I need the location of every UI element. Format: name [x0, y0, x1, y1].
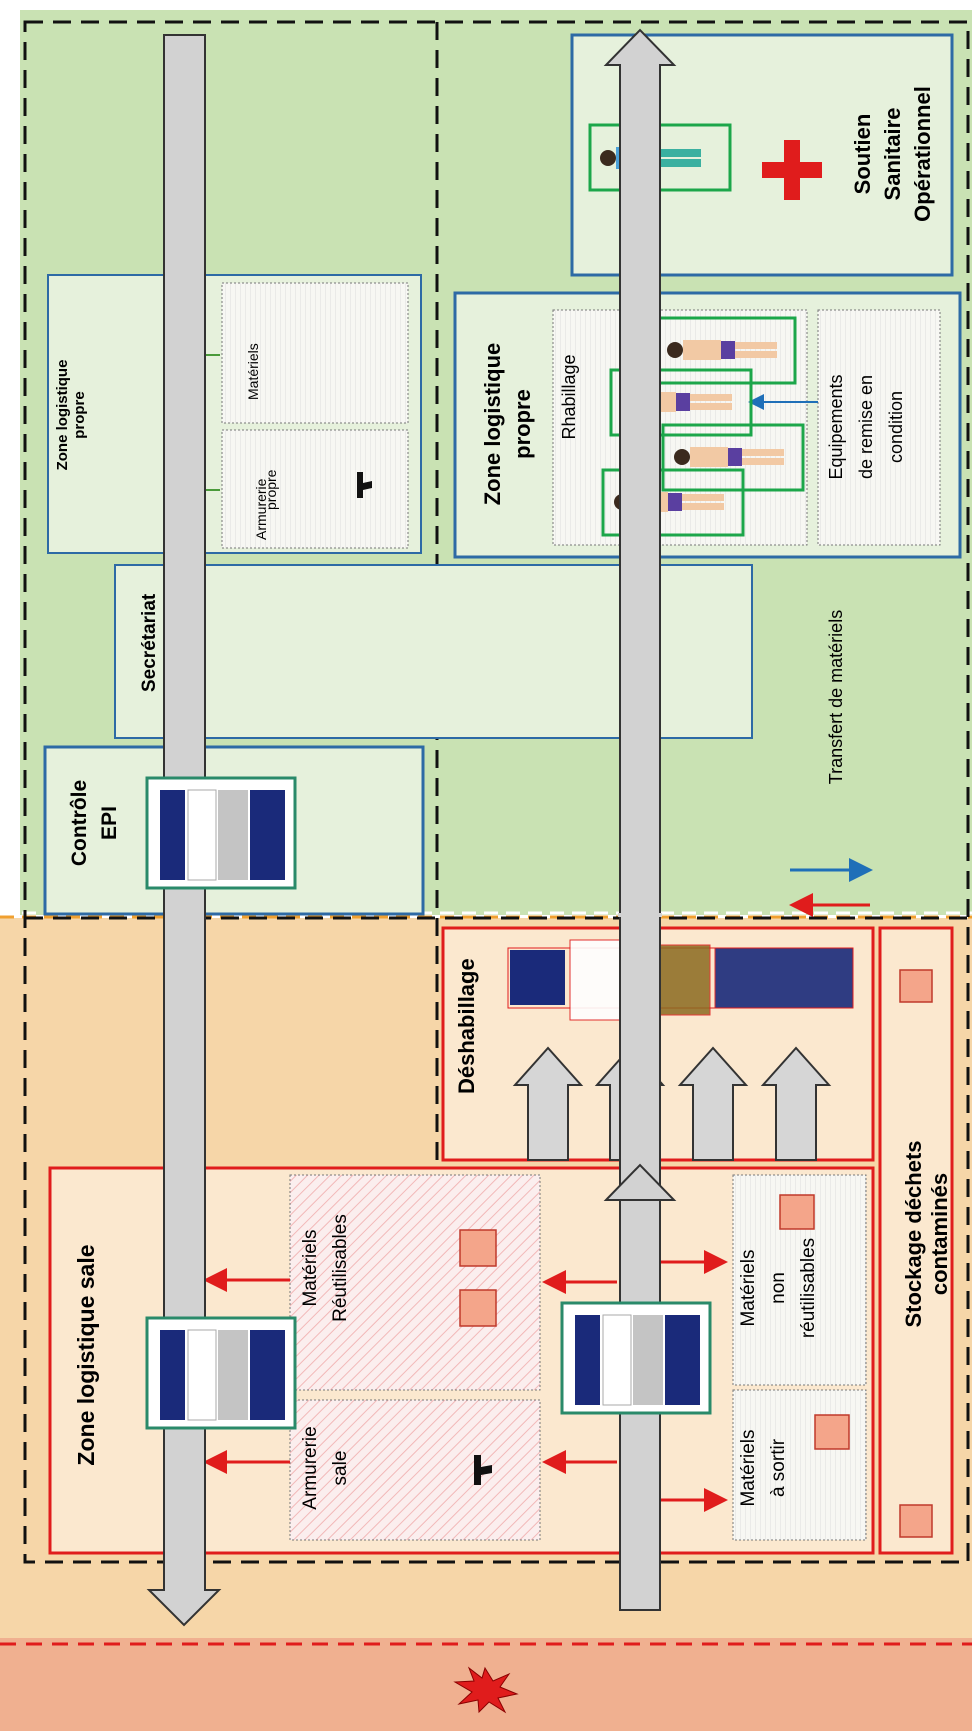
materiels-box [221, 282, 409, 424]
controle-epi-label-2: EPI [98, 806, 121, 840]
responders-group-icon [145, 1316, 297, 1430]
rhabillage-label: Rhabillage [559, 354, 579, 440]
pistol-icon [357, 472, 372, 498]
stockage-dechets-label: Stockage déchets contaminés [901, 1140, 952, 1328]
equipements-box [817, 309, 941, 546]
explosion-icon [453, 1666, 519, 1714]
soutien-label-2: Sanitaire [880, 107, 905, 201]
transfert-materiels-label: Transfert de matériels [826, 609, 846, 785]
red-cross-icon [762, 140, 822, 200]
armurerie-propre-label-2: propre [263, 469, 279, 510]
equipements-label-3: condition [886, 390, 906, 464]
undressing-people [507, 939, 854, 1021]
pistol-icon [474, 1455, 492, 1485]
materiels-non-reutilisables-label-3: réutilisables [798, 1237, 819, 1339]
armurerie-propre-box [221, 429, 409, 549]
materiels-non-reutilisables-label-2: non [768, 1272, 789, 1304]
equipements-label-1: Equipements [826, 374, 846, 480]
materiels-reutilisables-box [289, 1174, 541, 1391]
sale-zone-arrowhead [603, 1163, 677, 1201]
site-boundary [23, 20, 970, 1564]
controle-epi-label-1: Contrôle [68, 779, 91, 867]
stockage-dechets-box [878, 926, 954, 1555]
materiels-a-sortir-label-1: Matériels [738, 1429, 759, 1507]
armurerie-sale-label-2: sale [330, 1450, 351, 1486]
zone-logistique-propre-small-label: Zone logistique propre [54, 359, 88, 471]
responders-group-icon [560, 1301, 712, 1415]
sale-zone-arrows [203, 1250, 728, 1512]
materiels-label: Matériels [245, 343, 261, 400]
materiels-non-reutilisables-label-1: Matériels [738, 1249, 759, 1327]
materiels-reutilisables-label-1: Matériels [300, 1229, 321, 1307]
materiels-a-sortir-label-2: à sortir [768, 1438, 789, 1498]
zone-logistique-propre-label-2: propre [510, 389, 535, 459]
waste-box-icon [459, 969, 933, 1538]
armurerie-sale-label-1: Armurerie [300, 1426, 321, 1510]
soutien-label-1: Soutien [850, 113, 875, 195]
zone-logistique-sale-label: Zone logistique sale [73, 1244, 99, 1466]
armurerie-sale-box [289, 1399, 541, 1541]
responders-group-icon [145, 776, 297, 890]
soutien-label-3: Opérationnel [910, 86, 935, 222]
zone-logistique-propre-label-1: Zone logistique [480, 342, 505, 506]
secretariat-label: Secrétariat [139, 593, 160, 692]
deshabillage-label: Déshabillage [454, 958, 479, 1094]
equipements-label-2: de remise en [856, 374, 876, 480]
materiels-reutilisables-label-2: Réutilisables [330, 1214, 351, 1322]
